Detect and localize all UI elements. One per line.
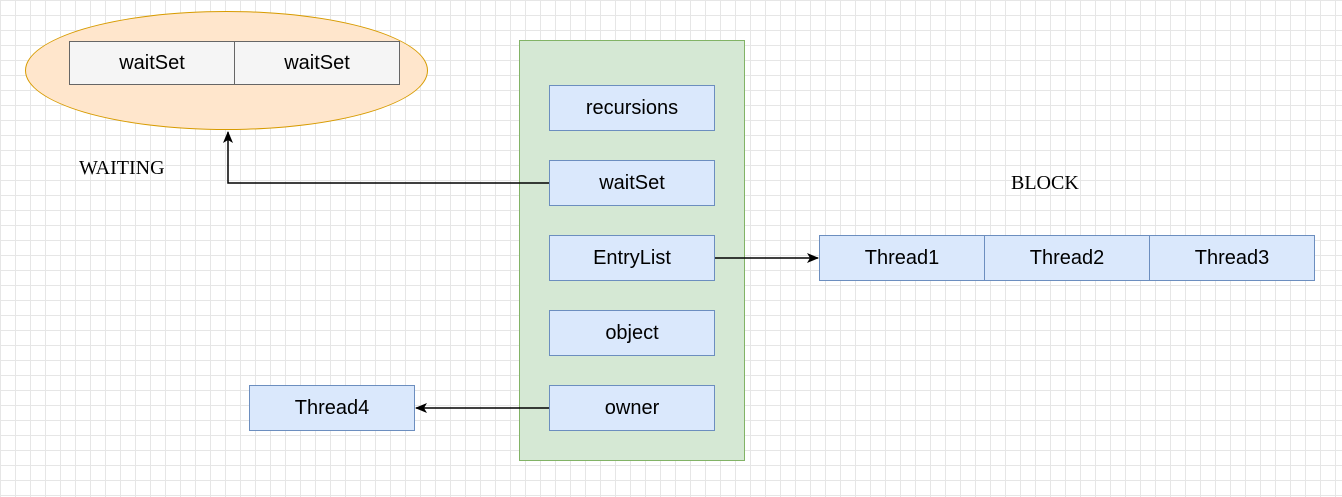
- entry-thread-3: Thread3: [1149, 235, 1315, 281]
- block-state-label: BLOCK: [1011, 172, 1079, 194]
- waitset-to-wait-set-arrow: [223, 131, 549, 184]
- owner-thread: Thread4: [249, 385, 415, 431]
- wait-set-cell-1: waitSet: [69, 41, 235, 85]
- entry-thread-2: Thread2: [984, 235, 1150, 281]
- wait-set-cell-2: waitSet: [234, 41, 400, 85]
- field-waitset: waitSet: [549, 160, 715, 206]
- field-recursions: recursions: [549, 85, 715, 131]
- field-entrylist: EntryList: [549, 235, 715, 281]
- entry-thread-1: Thread1: [819, 235, 985, 281]
- field-object: object: [549, 310, 715, 356]
- waiting-state-label: WAITING: [79, 157, 165, 179]
- field-owner: owner: [549, 385, 715, 431]
